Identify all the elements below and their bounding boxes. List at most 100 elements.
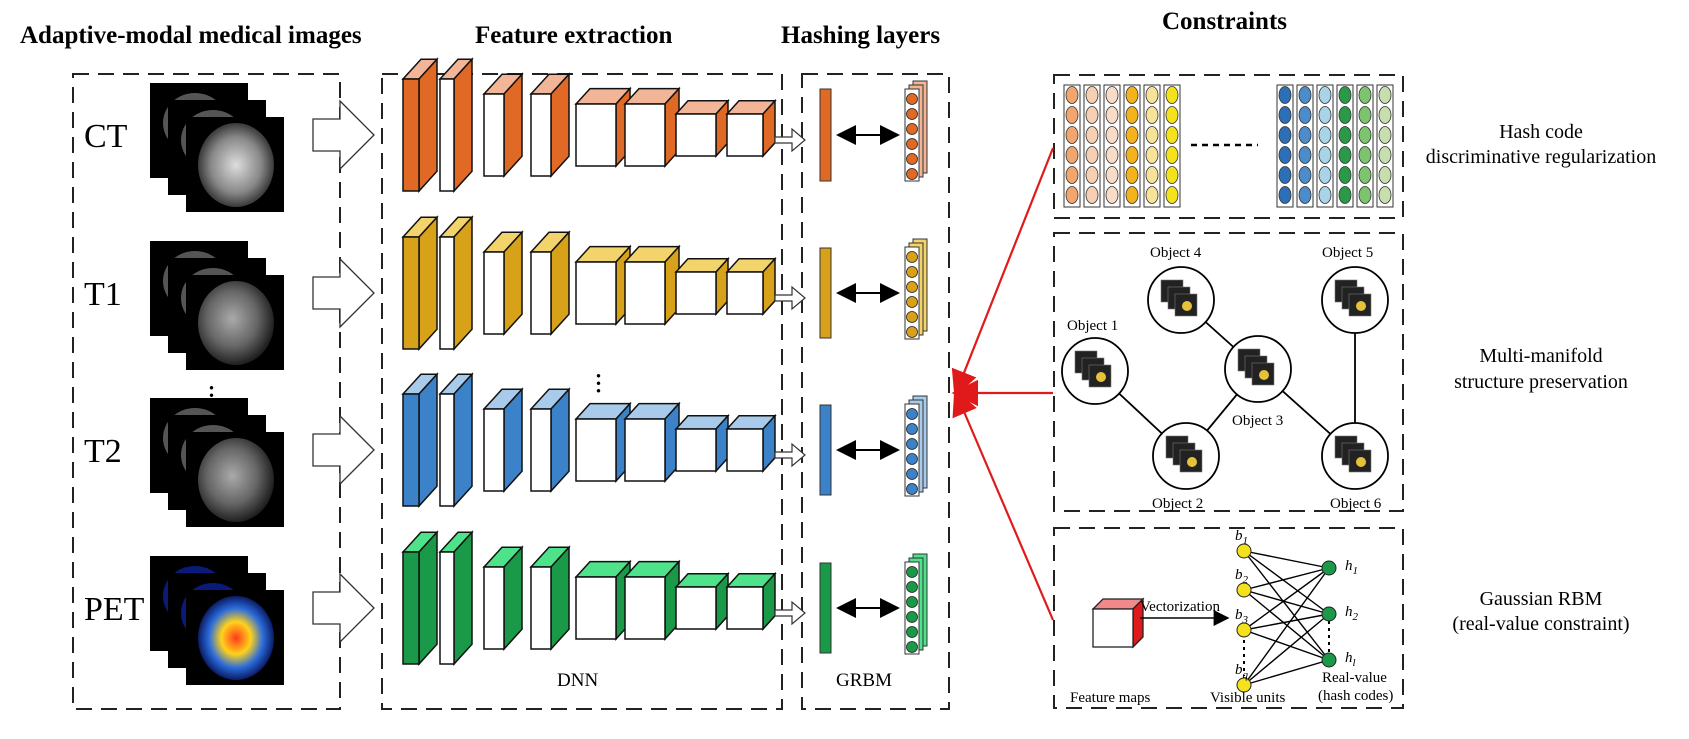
hidden-unit-label: h1 bbox=[1345, 558, 1358, 577]
hash-code-column bbox=[1063, 84, 1081, 208]
manifold-object-label: Object 1 bbox=[1067, 318, 1118, 334]
constraint-label: Hash code bbox=[1499, 121, 1583, 143]
conv-block bbox=[482, 72, 524, 178]
feature-maps-label: Feature maps bbox=[1070, 690, 1151, 706]
hidden-unit-label: h2 bbox=[1345, 604, 1359, 623]
conv-block bbox=[623, 244, 681, 326]
dnn-panel bbox=[381, 73, 783, 710]
manifold-object-label: Object 2 bbox=[1152, 496, 1203, 512]
conv-block bbox=[438, 57, 474, 193]
conv-block bbox=[574, 244, 632, 326]
manifold-object: Object 6 bbox=[1321, 422, 1389, 512]
conv-block bbox=[674, 413, 730, 473]
constraint-panel-rbm bbox=[1053, 527, 1404, 709]
constraint-label: Multi-manifold bbox=[1479, 345, 1602, 367]
constraint-label: discriminative regularization bbox=[1426, 146, 1656, 168]
conv-block bbox=[674, 256, 730, 316]
manifold-object-label: Object 5 bbox=[1322, 245, 1373, 261]
hash-code-column bbox=[1143, 84, 1161, 208]
conv-block bbox=[529, 387, 571, 493]
modality-label: T2 bbox=[84, 433, 122, 470]
hash-code-column bbox=[1296, 84, 1314, 208]
feature-map-cube bbox=[1091, 597, 1145, 649]
input-arrow bbox=[312, 572, 375, 644]
input-arrow bbox=[312, 257, 375, 329]
constraint-panel-manifold bbox=[1053, 232, 1404, 512]
rbm-connection bbox=[1243, 589, 1330, 661]
grbm-label: GRBM bbox=[836, 670, 892, 691]
constraint-arrow bbox=[952, 388, 1055, 621]
conv-block bbox=[482, 545, 524, 651]
hash-code-column bbox=[1316, 84, 1334, 208]
manifold-object: Object 3 bbox=[1224, 335, 1292, 429]
manifold-object-label: Object 6 bbox=[1330, 496, 1382, 512]
hash-layer-bar bbox=[819, 404, 832, 496]
constraint-arrow bbox=[951, 147, 1055, 398]
modality-row-ct: CT bbox=[84, 57, 928, 212]
hidden-unit bbox=[1321, 652, 1337, 668]
rbm-connection bbox=[1243, 629, 1330, 661]
conv-block bbox=[438, 215, 474, 351]
rbm-connection bbox=[1243, 613, 1330, 631]
conv-block bbox=[574, 401, 632, 483]
rbm-connection bbox=[1243, 567, 1330, 591]
rbm-connection bbox=[1243, 550, 1330, 569]
constraint-panel-hash bbox=[1053, 74, 1404, 219]
conv-block bbox=[482, 230, 524, 336]
conv-block bbox=[725, 413, 777, 473]
scan-image bbox=[186, 432, 284, 527]
hash-code-column bbox=[1376, 84, 1394, 208]
visible-unit-label: bq bbox=[1235, 662, 1249, 681]
manifold-object-label: Object 4 bbox=[1150, 245, 1202, 261]
hash-layer-bar bbox=[819, 247, 832, 339]
modality-row-t2: T2 bbox=[84, 372, 928, 527]
hash-layer-bar bbox=[819, 88, 832, 182]
scan-image bbox=[186, 117, 284, 212]
conv-block bbox=[438, 372, 474, 508]
modality-row-pet: PET bbox=[84, 530, 928, 685]
conv-block bbox=[482, 387, 524, 493]
manifold-object: Object 5 bbox=[1321, 245, 1389, 334]
hash-input-arrow bbox=[774, 600, 806, 626]
hash-code-column bbox=[1356, 84, 1374, 208]
scan-image bbox=[186, 590, 284, 685]
rbm-connection bbox=[1243, 613, 1330, 686]
conv-block bbox=[725, 98, 777, 158]
grbm-units bbox=[904, 238, 928, 340]
grbm-units bbox=[904, 80, 928, 182]
hash-code-column bbox=[1336, 84, 1354, 208]
grbm-units bbox=[904, 395, 928, 497]
header-images: Adaptive-modal medical images bbox=[20, 22, 362, 49]
conv-block bbox=[529, 72, 571, 178]
constraint-label: (real-value constraint) bbox=[1452, 613, 1629, 635]
conv-block bbox=[725, 571, 777, 631]
hash-layer-bar bbox=[819, 562, 832, 654]
hashing-panel bbox=[801, 73, 950, 710]
visible-unit bbox=[1236, 543, 1252, 559]
hash-code-column bbox=[1083, 84, 1101, 208]
conv-block bbox=[401, 372, 439, 508]
visible-unit-label: b3 bbox=[1235, 607, 1249, 626]
vectorization-label: Vectorization bbox=[1140, 599, 1220, 615]
modality-label: CT bbox=[84, 118, 128, 155]
real-value-label: Real-value bbox=[1322, 670, 1387, 686]
grbm-units bbox=[904, 553, 928, 655]
conv-block bbox=[401, 530, 439, 666]
manifold-object: Object 2 bbox=[1152, 422, 1220, 512]
visible-unit bbox=[1236, 677, 1252, 693]
conv-block bbox=[401, 57, 439, 193]
rbm-connection bbox=[1243, 550, 1330, 661]
hash-input-arrow bbox=[774, 127, 806, 153]
conv-block bbox=[401, 215, 439, 351]
hash-codes-label: (hash codes) bbox=[1318, 688, 1393, 704]
hash-input-arrow bbox=[774, 442, 806, 468]
conv-block bbox=[529, 230, 571, 336]
constraint-label: structure preservation bbox=[1454, 371, 1628, 393]
hash-input-arrow bbox=[774, 285, 806, 311]
visible-unit bbox=[1236, 582, 1252, 598]
header-features: Feature extraction bbox=[475, 22, 673, 49]
manifold-object: Object 4 bbox=[1147, 245, 1215, 334]
manifold-object-label: Object 3 bbox=[1232, 413, 1283, 429]
rbm-connection bbox=[1243, 659, 1330, 686]
conv-block bbox=[674, 571, 730, 631]
